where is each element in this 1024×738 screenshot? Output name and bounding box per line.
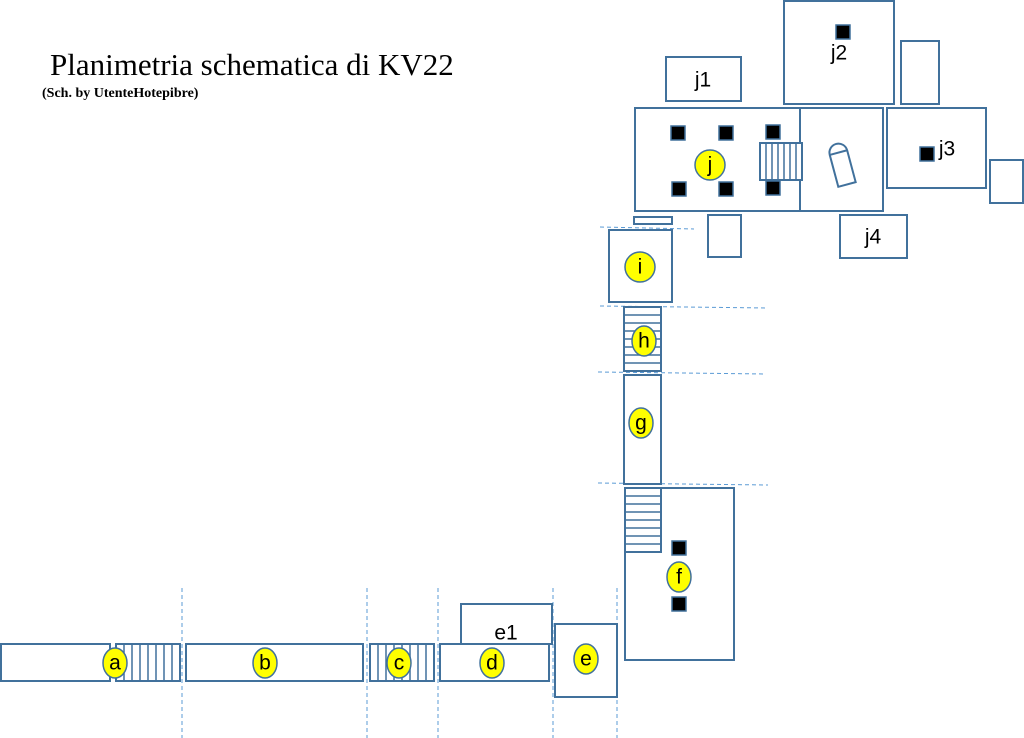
room-labels: a b c d e e1 f g h i j j1 j2 j3 j4 — [102, 42, 955, 679]
room-e — [554, 623, 618, 698]
room-j1 — [665, 56, 742, 102]
pillar — [671, 181, 687, 197]
room-a — [0, 643, 111, 682]
pillar — [718, 181, 734, 197]
pillar — [671, 540, 687, 556]
label-j: j — [707, 154, 713, 177]
room-j3 — [886, 107, 987, 189]
label-c: c — [394, 652, 405, 675]
label-j4: j4 — [864, 226, 882, 249]
room-j4 — [839, 214, 908, 259]
niche — [633, 216, 673, 225]
pillar — [919, 146, 935, 162]
label-e1: e1 — [494, 622, 517, 645]
pillar — [670, 125, 686, 141]
side-chamber — [707, 214, 742, 258]
pillar — [718, 125, 734, 141]
pillar — [765, 180, 781, 196]
label-h: h — [638, 330, 650, 353]
side-chamber — [900, 40, 940, 105]
sarcophagus-icon — [828, 142, 857, 189]
side-chamber — [989, 159, 1024, 204]
label-d: d — [486, 652, 498, 675]
stairs-f — [624, 487, 662, 553]
label-j2: j2 — [830, 42, 847, 65]
label-f: f — [676, 566, 682, 589]
label-i: i — [638, 256, 643, 279]
stairs-j — [759, 142, 803, 181]
label-e: e — [580, 648, 592, 671]
label-a: a — [109, 652, 121, 675]
diagram-subtitle: (Sch. by UtenteHotepibre) — [42, 86, 199, 101]
label-j3: j3 — [938, 138, 955, 161]
pillar — [835, 24, 851, 40]
label-j1: j1 — [694, 69, 711, 92]
pillar — [671, 596, 687, 612]
label-g: g — [635, 412, 647, 435]
room-j2 — [783, 0, 895, 105]
label-b: b — [259, 652, 271, 675]
pillar — [765, 124, 781, 140]
diagram-title: Planimetria schematica di KV22 — [50, 47, 454, 82]
